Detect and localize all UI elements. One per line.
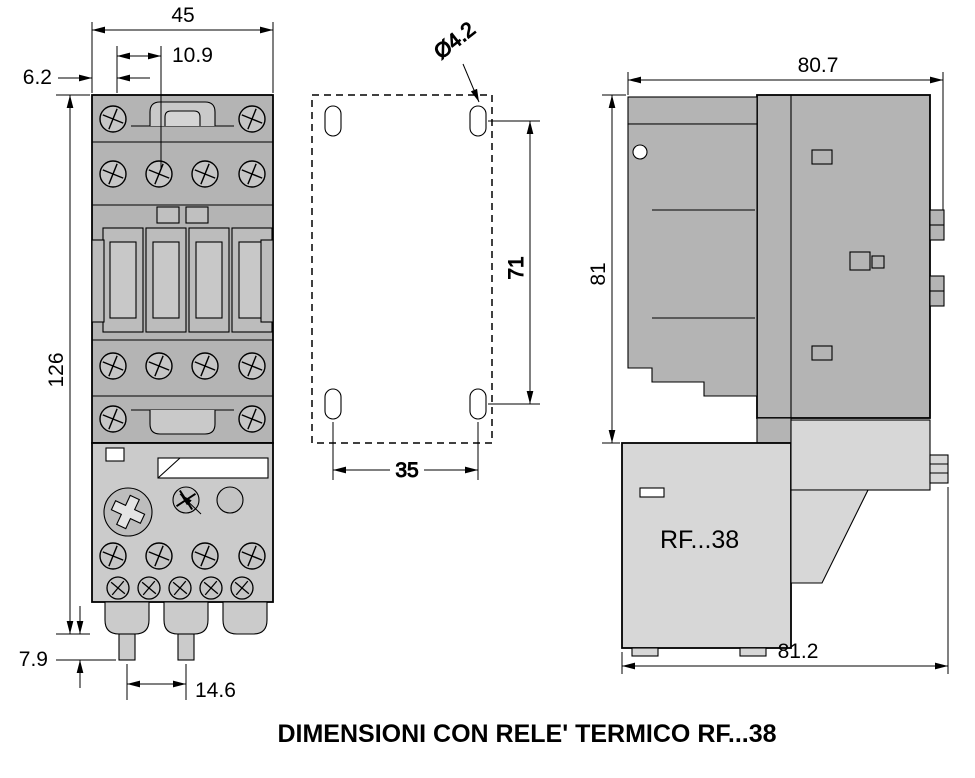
front-view — [91, 94, 274, 661]
mounting-outline — [311, 94, 493, 444]
dim-label-35: 35 — [395, 459, 418, 482]
drawing-caption: DIMENSIONI CON RELE' TERMICO RF...38 — [277, 720, 776, 748]
dim-front-overall-height: 126 — [45, 94, 90, 635]
dim-label-81: 81 — [587, 262, 610, 285]
thermal-relay-side-body: RF...38 — [621, 419, 949, 657]
side-view-dimensions: 80.7 81 81.2 — [587, 54, 949, 674]
dim-side-bottom-width: 81.2 — [621, 487, 949, 674]
reset-button-icon — [216, 486, 244, 514]
adjustment-dial-icon — [103, 487, 153, 537]
dim-label-81-2: 81.2 — [778, 640, 819, 663]
dim-label-80-7: 80.7 — [798, 54, 839, 77]
thermal-relay-front-body — [91, 442, 274, 661]
dim-front-foot-pitch: 14.6 — [126, 664, 236, 702]
front-view-dimensions: 45 10.9 6.2 126 7.9 14 — [19, 4, 274, 702]
dim-label-10-9: 10.9 — [172, 44, 213, 67]
dim-label-6-2: 6.2 — [23, 66, 52, 89]
dim-front-pole-offset: 10.9 — [116, 44, 213, 170]
dim-label-71: 71 — [505, 256, 528, 279]
relay-model-label: RF...38 — [660, 526, 739, 554]
dim-front-foot-height: 7.9 — [19, 606, 116, 688]
dim-front-overall-width: 45 — [91, 4, 274, 93]
mounting-slots — [324, 105, 487, 420]
dim-side-height: 81 — [587, 94, 626, 444]
dim-hole-horizontal-pitch: 35 — [332, 422, 479, 483]
contactor-front-body — [91, 94, 274, 444]
side-view: RF...38 — [621, 94, 949, 657]
dim-label-14-6: 14.6 — [195, 679, 236, 702]
mounting-view: Ø4.2 71 35 — [311, 17, 540, 483]
dim-label-7-9: 7.9 — [19, 648, 48, 671]
contactor-side-body — [627, 94, 945, 444]
dim-front-edge-offset: 6.2 — [23, 66, 150, 89]
dim-hole-diameter: Ø4.2 — [429, 17, 480, 103]
dim-hole-vertical-pitch: 71 — [488, 120, 540, 405]
dim-label-126: 126 — [45, 352, 68, 387]
test-button-icon — [172, 486, 202, 515]
dim-side-top-width: 80.7 — [627, 54, 944, 210]
dim-label-dia-4-2: Ø4.2 — [430, 18, 480, 64]
dim-label-45: 45 — [171, 4, 194, 27]
